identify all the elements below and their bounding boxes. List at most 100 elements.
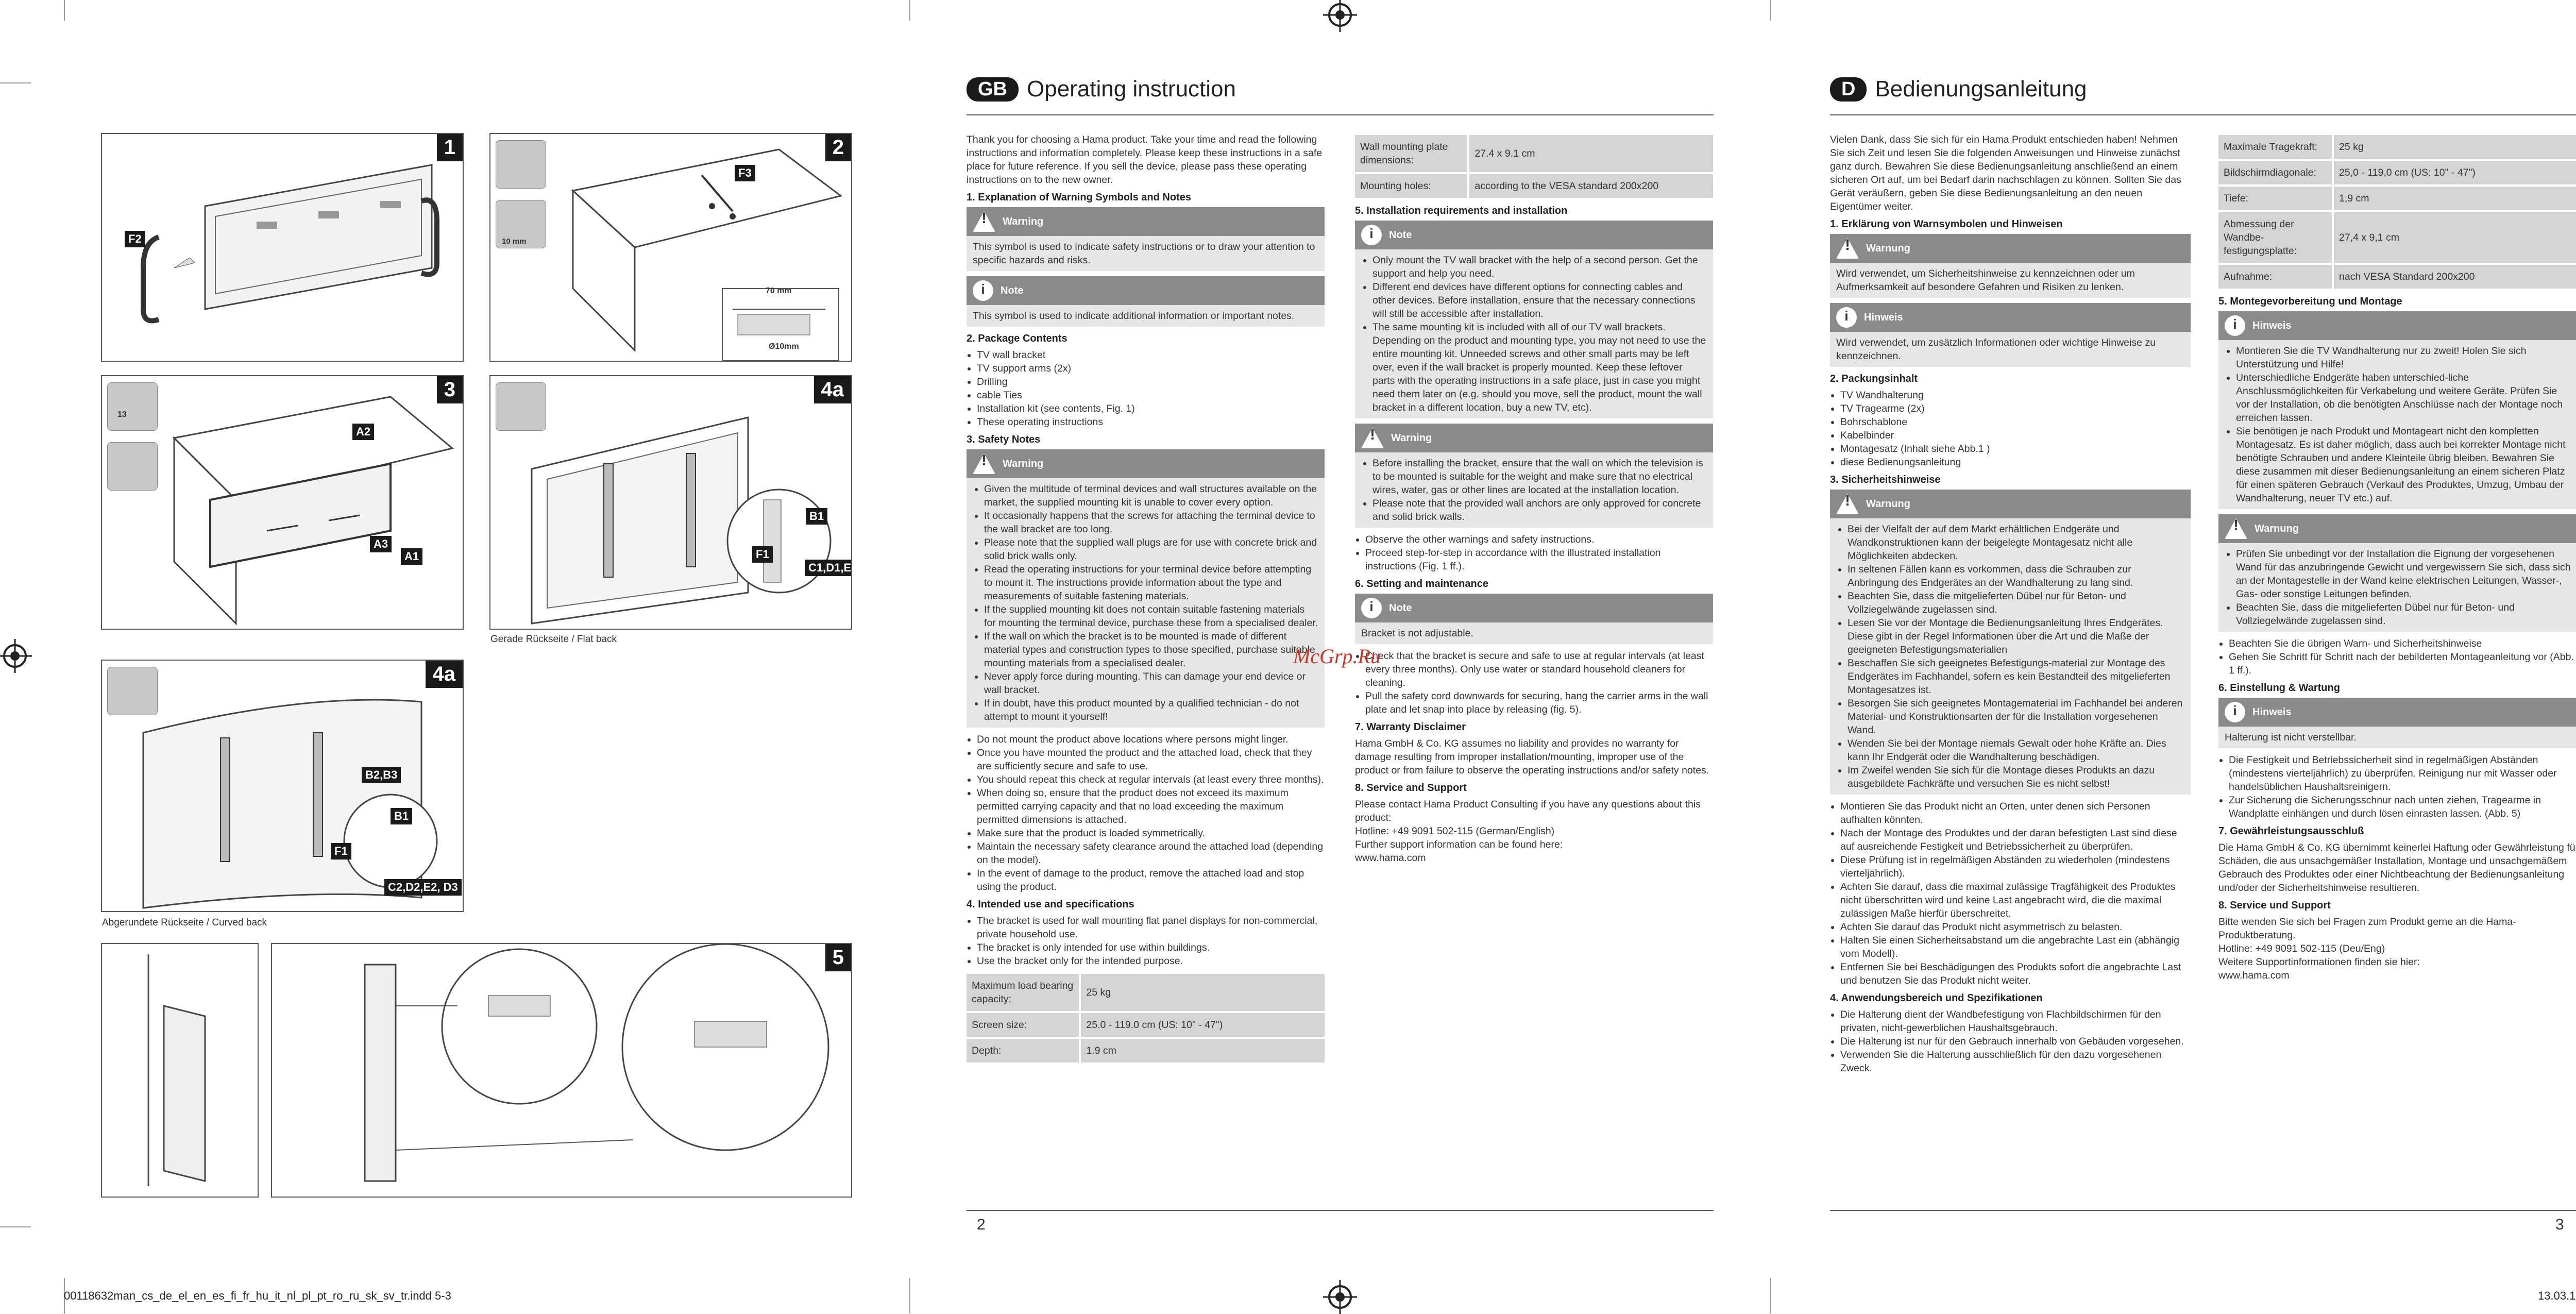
figure-1: 1 F2: [101, 133, 464, 362]
maintenance-list: Die Festigkeit und Betriebssicherheit si…: [2218, 753, 2576, 820]
list-item: Beachten Sie, dass die mitgelieferten Dü…: [2236, 601, 2573, 628]
support-text: Please contact Hama Product Consulting i…: [1355, 799, 1701, 823]
spec-value: 1,9 cm: [2334, 187, 2576, 210]
wrench-icon: [107, 382, 158, 431]
spec-value: 25 kg: [1081, 974, 1325, 1011]
list-item: Montieren Sie die TV Wandhalterung nur z…: [2236, 344, 2573, 371]
wrench-size-label: 13: [117, 410, 127, 419]
spec-value: 25,0 - 119,0 cm (US: 10" - 47"): [2334, 161, 2576, 184]
list-item: Bei der Vielfalt der auf dem Markt erhäl…: [1848, 523, 2184, 563]
website-link[interactable]: www.hama.com: [1355, 852, 1426, 864]
part-label: F2: [125, 231, 145, 247]
install-list: Beachten Sie die übrigen Warn- und Siche…: [2218, 637, 2576, 677]
screwdriver-icon: [107, 667, 158, 715]
list-item: In seltenen Fällen kann es vorkommen, da…: [1848, 563, 2184, 589]
list-item: Please note that the supplied wall plugs…: [984, 536, 1318, 563]
list-item: Besorgen Sie sich geeignetes Montagemate…: [1848, 697, 2184, 737]
website-link[interactable]: www.hama.com: [2218, 970, 2290, 981]
spec-key: Maximale Tragekraft:: [2218, 135, 2334, 159]
warning-label: Warning: [1003, 458, 1044, 469]
list-item: Please note that the provided wall ancho…: [1372, 497, 1707, 524]
spec-key: Screen size:: [967, 1013, 1081, 1037]
spec-key: Tiefe:: [2218, 187, 2334, 210]
spec-value: 1.9 cm: [1081, 1039, 1325, 1063]
section-heading: 1. Erklärung von Warnsymbolen und Hinwei…: [1830, 218, 2063, 230]
page-header-de: D Bedienungsanleitung: [1830, 76, 2087, 102]
page-number: 2: [977, 1216, 986, 1233]
part-label: A3: [370, 536, 392, 552]
info-icon: [1836, 307, 1857, 328]
list-item: Make sure that the product is loaded sym…: [977, 827, 1325, 840]
screwdriver-icon: [496, 382, 546, 431]
figure-number: 5: [825, 944, 851, 971]
crop-mark: [0, 82, 31, 83]
side-view-illustration: [147, 954, 206, 1186]
list-item: Do not mount the product above locations…: [977, 733, 1325, 746]
pencil-icon: [496, 140, 546, 189]
list-item: Gehen Sie Schritt für Schritt nach der b…: [2229, 650, 2576, 677]
note-box: Hinweis Halterung ist nicht verstellbar.: [2218, 698, 2576, 748]
spec-key: Maximum load bearing capacity:: [967, 974, 1081, 1011]
figure-number: 4a: [425, 661, 463, 688]
list-item: Different end devices have different opt…: [1372, 280, 1707, 321]
list-item: In the event of damage to the product, r…: [977, 867, 1325, 894]
dimension-label: 70 mm: [766, 287, 792, 295]
list-item: Check that the bracket is secure and saf…: [1365, 649, 1713, 689]
warning-label: Warnung: [1866, 243, 1910, 254]
list-item: The bracket is used for wall mounting fl…: [977, 914, 1325, 941]
table-row: Aufnahme:nach VESA Standard 200x200: [2218, 265, 2576, 289]
list-item: Die Festigkeit und Betriebssicherheit si…: [2229, 753, 2576, 794]
watermark: McGrp.Ru: [1293, 645, 1381, 668]
list-item: Montieren Sie das Produkt nicht an Orten…: [1840, 800, 2191, 827]
note-text: This symbol is used to indicate addition…: [973, 310, 1295, 322]
list-item: Given the multitude of terminal devices …: [984, 482, 1318, 509]
list-item: Verwenden Sie die Halterung ausschließli…: [1840, 1048, 2191, 1075]
figure-4a-curved: B2,B3 B1 F1 C2,D2,E2, D3 4a: [101, 660, 464, 912]
crop-mark: [909, 1278, 910, 1313]
gb-column-2: Wall mounting plate dimensions:27.4 x 9.…: [1355, 133, 1713, 865]
table-row: Abmessung der Wandbe-festigungsplatte:27…: [2218, 212, 2576, 263]
note-text: Wird verwendet, um zusätzlich Informatio…: [1836, 337, 2156, 362]
section-heading: 6. Setting and maintenance: [1355, 578, 1488, 589]
wall-illustration: [571, 148, 843, 361]
list-item: cable Ties: [977, 389, 1325, 402]
table-row: Mounting holes:according to the VESA sta…: [1355, 174, 1713, 198]
list-item: Installation kit (see contents, Fig. 1): [977, 402, 1325, 415]
figure-5: 5: [271, 943, 852, 1198]
spec-key: Wall mounting plate dimensions:: [1355, 135, 1470, 172]
list-item: diese Bedienungsanleitung: [1840, 456, 2191, 469]
part-label: B1: [806, 508, 828, 525]
list-item: Bohrschablone: [1840, 415, 2191, 429]
spec-key: Mounting holes:: [1355, 174, 1470, 198]
warning-box: Warnung Bei der Vielfalt der auf dem Mar…: [1830, 490, 2191, 795]
caption-flat-back: Gerade Rückseite / Flat back: [490, 634, 617, 645]
spec-value: according to the VESA standard 200x200: [1469, 174, 1713, 198]
list-item: Achten Sie darauf, dass die maximal zulä…: [1840, 880, 2191, 920]
info-icon: [2225, 702, 2245, 722]
date-slug: 13.03.14 13:18: [2538, 1289, 2576, 1302]
spec-key: Abmessung der Wandbe-festigungsplatte:: [2218, 212, 2334, 263]
hotline-text: Hotline: +49 9091 502-115 (German/Englis…: [1355, 826, 1555, 837]
contents-list: TV wall bracket TV support arms (2x) Dri…: [967, 348, 1325, 429]
header-rule: [1830, 114, 2576, 115]
warning-label: Warning: [1391, 432, 1432, 444]
note-box: Note Only mount the TV wall bracket with…: [1355, 221, 1713, 418]
section-heading: 1. Explanation of Warning Symbols and No…: [967, 192, 1191, 203]
table-row: Depth:1.9 cm: [967, 1039, 1325, 1063]
warning-label: Warnung: [1866, 498, 1910, 510]
spec-key: Bildschirmdiagonale:: [2218, 161, 2334, 184]
table-row: Maximale Tragekraft:25 kg: [2218, 135, 2576, 159]
figure-number: 1: [436, 134, 463, 161]
warranty-text: Die Hama GmbH & Co. KG übernimmt keinerl…: [2218, 842, 2576, 894]
section-heading: 3. Safety Notes: [967, 434, 1041, 445]
hammer-icon: [107, 442, 158, 491]
warning-box: Warning Given the multitude of terminal …: [967, 449, 1325, 728]
table-row: Wall mounting plate dimensions:27.4 x 9.…: [1355, 135, 1713, 172]
dimension-label: Ø10mm: [769, 342, 799, 351]
de-column-1: Vielen Dank, dass Sie sich für ein Hama …: [1830, 133, 2191, 1079]
section-heading: 3. Sicherheitshinweise: [1830, 474, 1941, 485]
list-item: You should repeat this check at regular …: [977, 773, 1325, 786]
list-item: Beachten Sie die übrigen Warn- und Siche…: [2229, 637, 2576, 650]
intro-text: Vielen Dank, dass Sie sich für ein Hama …: [1830, 134, 2181, 212]
warning-icon: [2225, 518, 2247, 539]
